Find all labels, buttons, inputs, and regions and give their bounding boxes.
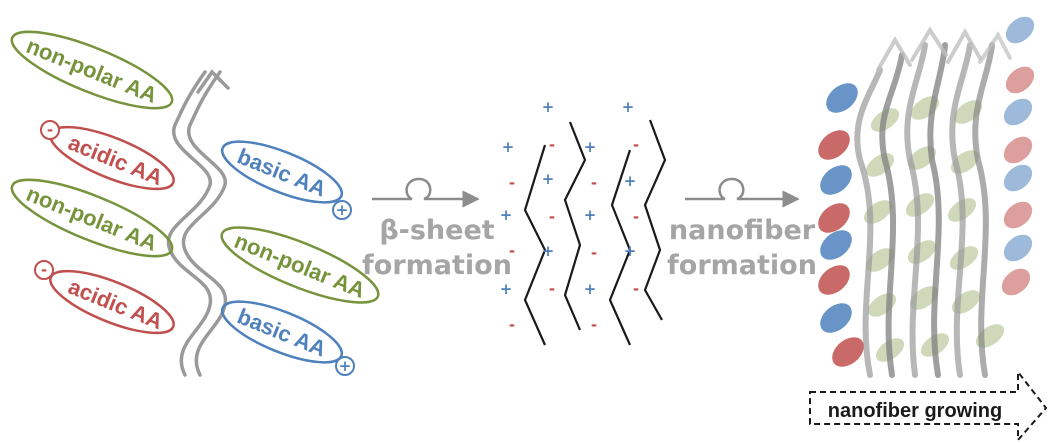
- peptide-backbone: [166, 69, 230, 377]
- right-charged-sidechains: [1001, 16, 1035, 296]
- label-basic-2: basic AA: [220, 300, 344, 364]
- svg-text:+: +: [584, 280, 597, 298]
- step2-arrow: [685, 177, 800, 208]
- svg-text:-: -: [591, 174, 597, 192]
- svg-text:-: -: [549, 136, 555, 154]
- svg-text:+: +: [584, 206, 597, 224]
- beta-sheet-strands: [523, 119, 667, 346]
- left-charged-sidechains: [818, 83, 864, 367]
- svg-text:+: +: [584, 138, 597, 156]
- svg-text:+: +: [622, 98, 635, 116]
- step1-arrow: [372, 177, 480, 208]
- label-acidic-2: acidic AA: [49, 269, 175, 334]
- svg-text:+: +: [624, 172, 637, 190]
- svg-text:+: +: [624, 242, 637, 260]
- charge-markers: + + + - + - - + - + + - + - - + - + + - …: [500, 98, 639, 334]
- svg-text:-: -: [509, 242, 515, 260]
- svg-text:+: +: [542, 98, 555, 116]
- charge-plus-2: +: [335, 356, 355, 376]
- step1-label-line1: β-sheet: [379, 215, 494, 246]
- svg-text:-: -: [509, 316, 515, 334]
- label-acidic-1: acidic AA: [49, 125, 175, 190]
- charge-sign: +: [336, 201, 349, 219]
- charge-minus-2: -: [34, 260, 54, 280]
- svg-text:+: +: [500, 280, 513, 298]
- fiber-ribbons: [854, 26, 1012, 378]
- label-basic-1: basic AA: [220, 140, 344, 204]
- svg-text:-: -: [633, 280, 639, 298]
- svg-text:+: +: [500, 206, 513, 224]
- step1-label-line2: formation: [362, 250, 512, 281]
- charge-sign: -: [41, 261, 47, 279]
- svg-text:-: -: [633, 136, 639, 154]
- label-nonpolar-1: non-polar AA: [10, 30, 174, 110]
- nanofiber-structure: [818, 16, 1035, 378]
- svg-text:-: -: [509, 174, 515, 192]
- growth-arrow: nanofiber growing: [809, 369, 1048, 443]
- charge-plus-1: +: [332, 200, 352, 220]
- charge-minus-1: -: [40, 120, 60, 140]
- step2-label-line2: formation: [667, 250, 817, 281]
- svg-text:-: -: [591, 244, 597, 262]
- svg-text:-: -: [633, 208, 639, 226]
- svg-text:-: -: [591, 316, 597, 334]
- svg-text:+: +: [542, 170, 555, 188]
- svg-text:-: -: [549, 280, 555, 298]
- svg-text:-: -: [549, 208, 555, 226]
- charge-sign: +: [339, 357, 352, 375]
- step2-label-line1: nanofiber: [669, 215, 816, 246]
- svg-text:+: +: [542, 242, 555, 260]
- growth-label: nanofiber growing: [828, 400, 1002, 422]
- svg-text:+: +: [502, 138, 515, 156]
- charge-sign: -: [47, 121, 53, 139]
